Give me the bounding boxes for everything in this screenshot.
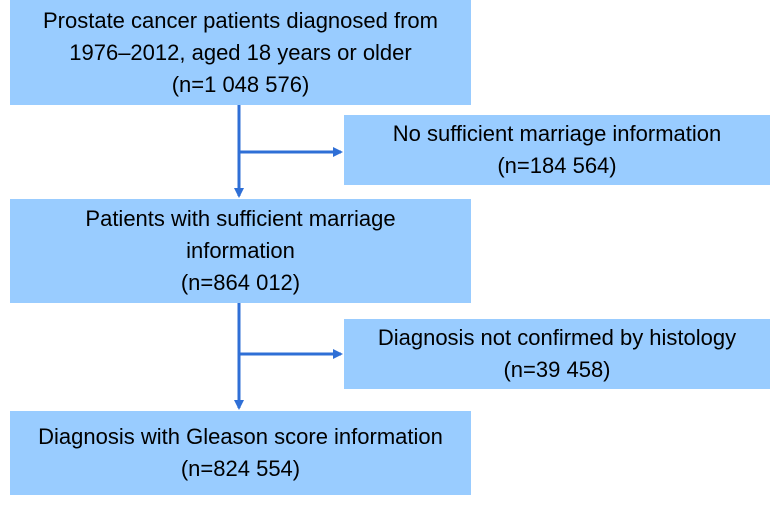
box-not-confirmed-by-histology: Diagnosis not confirmed by histology (n=… (344, 319, 770, 389)
box-5-line-1: Diagnosis with Gleason score information (38, 424, 443, 449)
box-1-count: (n=1 048 576) (171, 71, 310, 97)
box-4-line-1: Diagnosis not confirmed by histology (377, 325, 737, 350)
box-3-count: (n=864 012) (180, 270, 301, 295)
box-3-line-2: information (186, 238, 295, 263)
box-1-line-2: 1976–2012, aged 18 years or older (69, 39, 412, 65)
box-no-marriage-information: No sufficient marriage information (n=18… (344, 115, 770, 185)
box-2-line-1: No sufficient marriage information (392, 121, 722, 146)
box-5-count: (n=824 554) (180, 456, 301, 481)
box-2-count: (n=184 564) (497, 153, 617, 178)
box-sufficient-marriage-information: Patients with sufficient marriage inform… (10, 199, 471, 303)
box-prostate-cancer-patients: Prostate cancer patients diagnosed from … (10, 0, 471, 105)
box-4-count: (n=39 458) (503, 357, 611, 382)
box-gleason-score-information: Diagnosis with Gleason score information… (10, 411, 471, 495)
box-3-line-1: Patients with sufficient marriage (85, 206, 396, 231)
box-1-line-1: Prostate cancer patients diagnosed from (42, 7, 438, 33)
